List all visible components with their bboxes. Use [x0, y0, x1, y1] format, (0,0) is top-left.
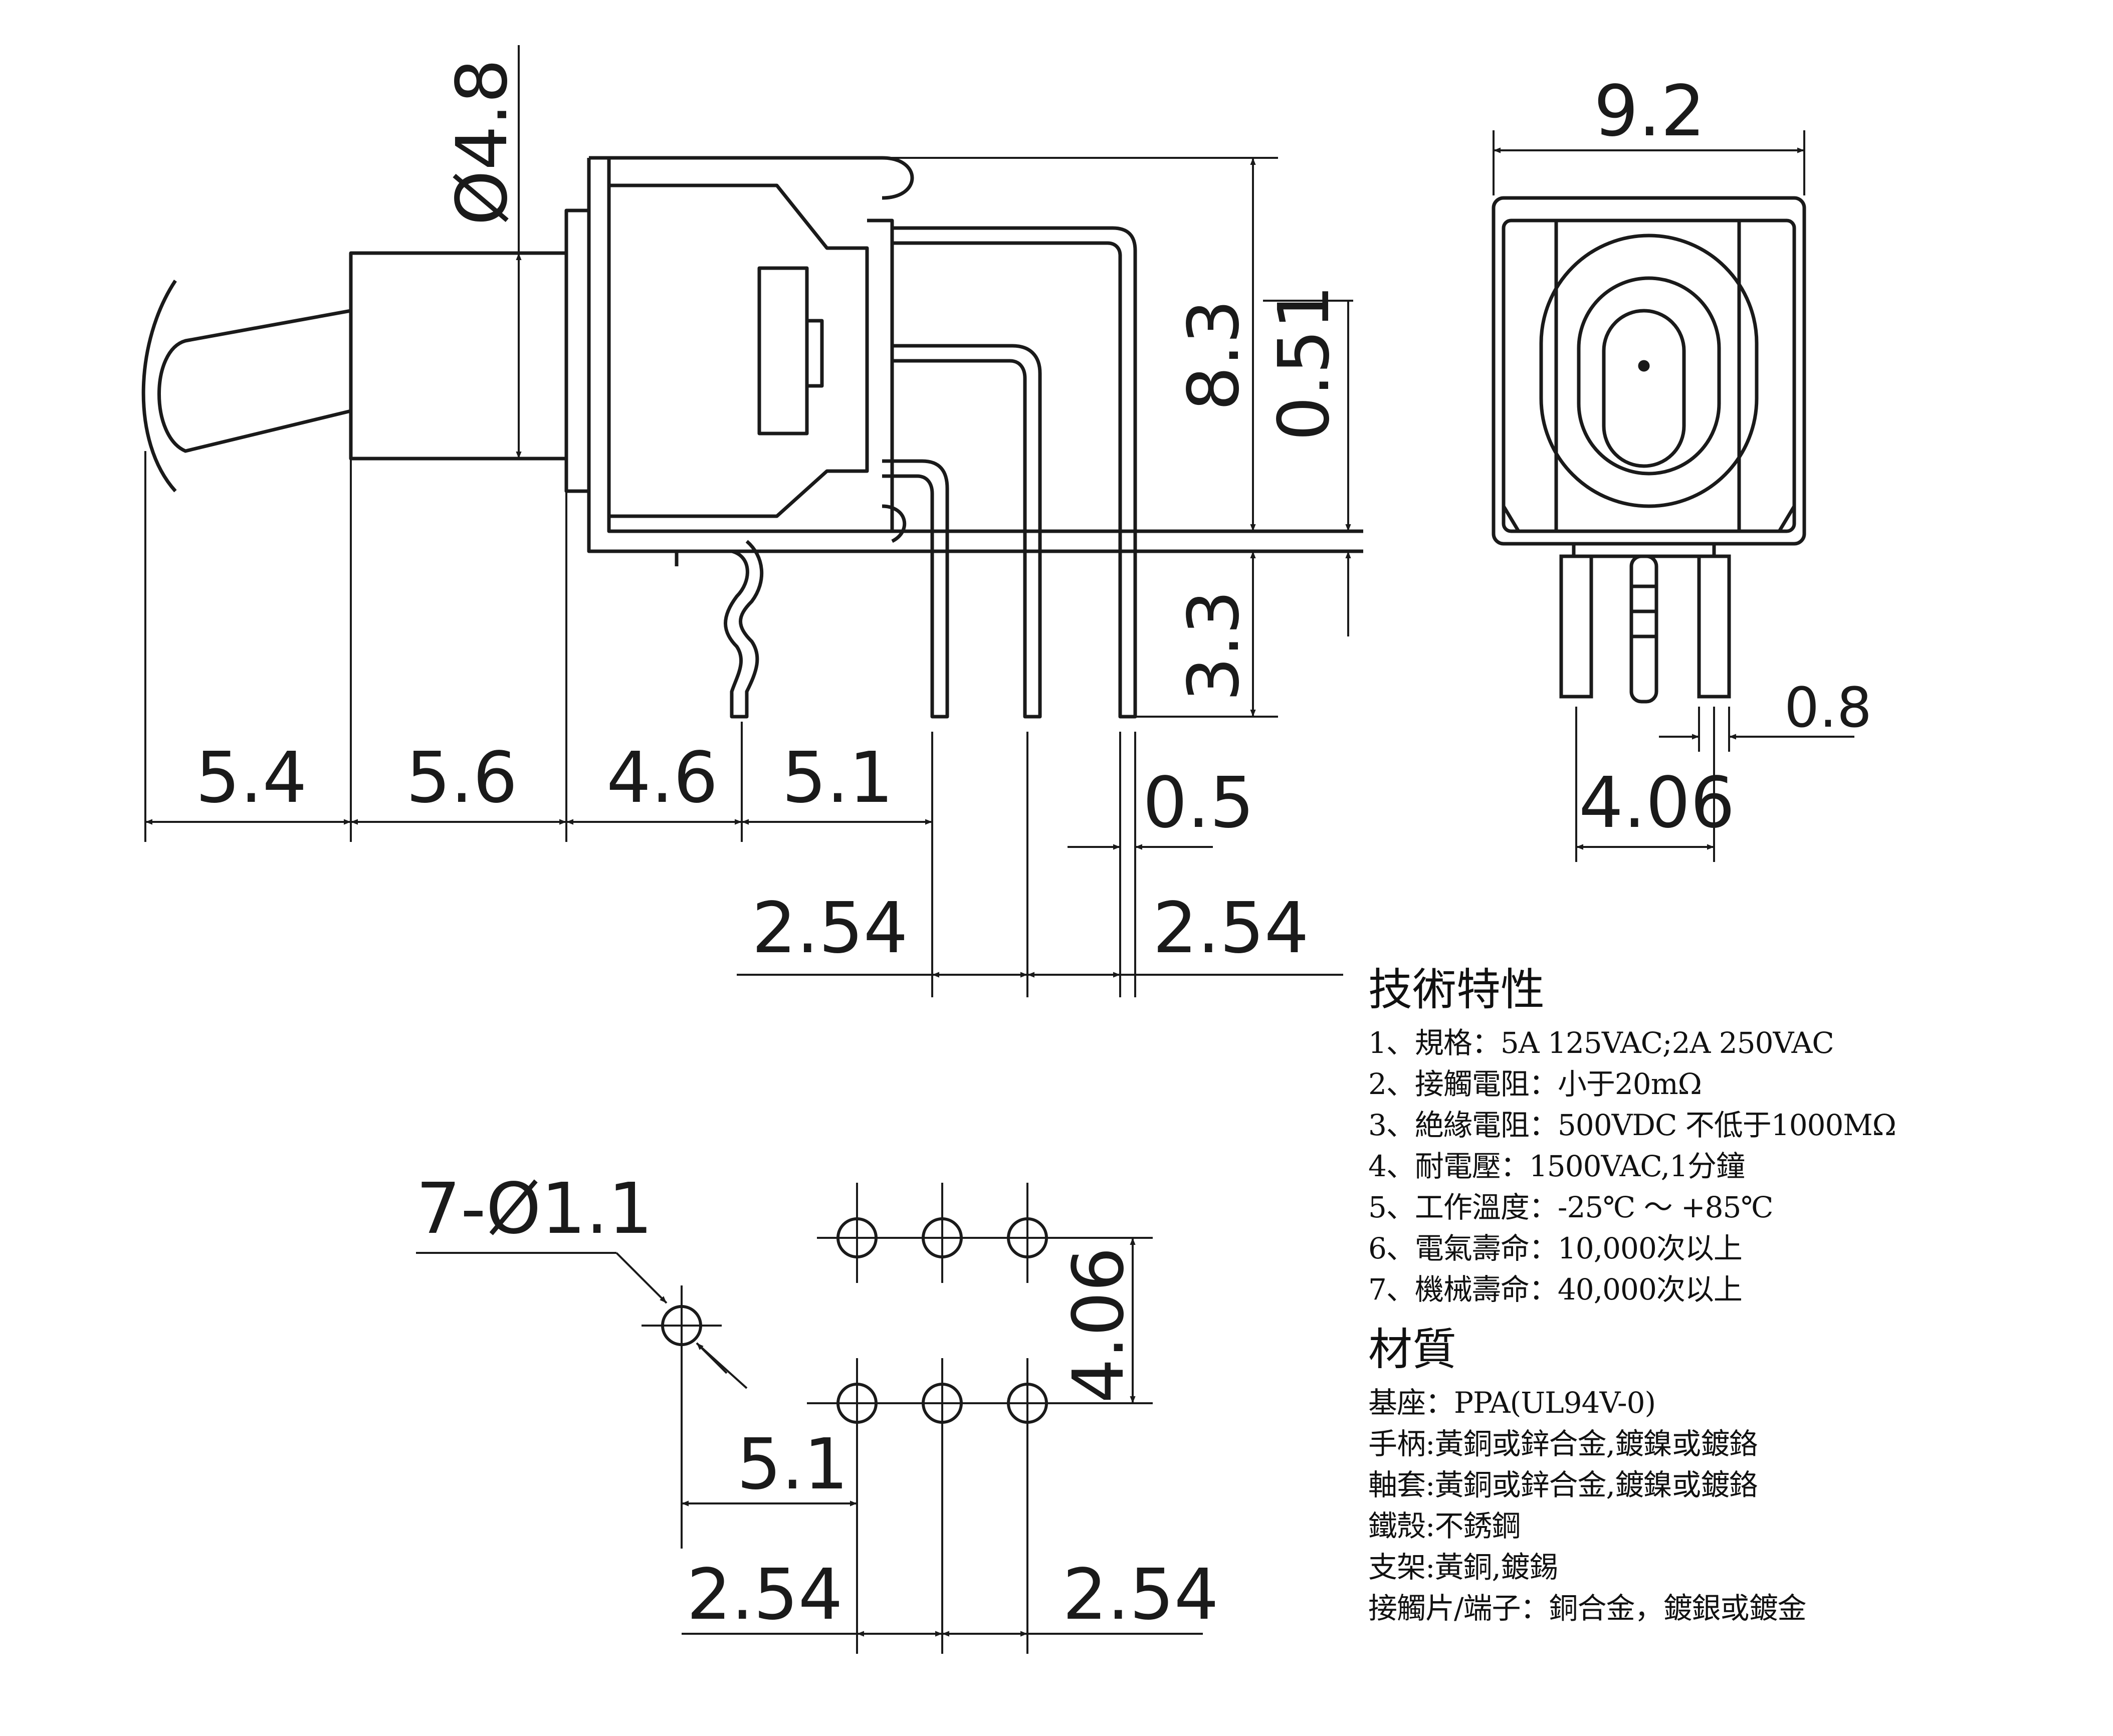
dim-bushing-length: 5.6	[406, 737, 518, 819]
tech-spec-item: 4、耐電壓：1500VAC,1分鐘	[1368, 1149, 1745, 1183]
dim-pcb-pitch-left: 2.54	[687, 1554, 843, 1636]
front-lever	[1602, 309, 1686, 468]
dim-pin-length: 3.3	[1173, 590, 1255, 702]
dim-body-to-bracket: 4.6	[606, 737, 718, 819]
pin-bent-2	[892, 344, 1042, 719]
material-item: 支架:黃銅,鍍錫	[1368, 1550, 1558, 1584]
bracket-leg	[677, 540, 764, 719]
dim-pin-pitch-left: 2.54	[752, 888, 908, 969]
tech-spec-list: 1、規格：5A 125VAC;2A 250VAC 2、接觸電阻：小于20mΩ 3…	[1368, 1022, 2070, 1310]
dim-bracket-offset: 0.51	[1263, 285, 1345, 441]
pcb-dimensions	[416, 1237, 1203, 1637]
material-item: 軸套:黃銅或鋅合金,鍍鎳或鍍鉻	[1368, 1468, 1758, 1502]
material-item: 接觸片/端子：銅合金，鍍銀或鍍金	[1368, 1591, 1807, 1625]
front-pin-left	[1559, 554, 1593, 699]
frame-bracket	[587, 158, 1363, 553]
dim-bracket-to-pin: 5.1	[782, 737, 894, 819]
dim-pcb-holes: 7-Ø1.1	[416, 1168, 653, 1250]
tech-spec-item: 1、規格：5A 125VAC;2A 250VAC	[1368, 1026, 1834, 1060]
dim-body-height: 8.3	[1173, 299, 1255, 411]
pin-bent-1	[882, 459, 949, 719]
actuator-block	[757, 266, 809, 436]
dimension-labels: Ø4.8 5.4 5.6 4.6 5.1 0.5 2.54 2.54 8.3 0…	[195, 59, 1872, 1636]
dim-front-pin-spacing: 4.06	[1579, 762, 1735, 844]
dim-pin-pitch-right: 2.54	[1153, 888, 1309, 969]
material-item: 手柄:黃銅或鋅合金,鍍鎳或鍍鉻	[1368, 1427, 1758, 1461]
tech-spec-item: 6、電氣壽命：10,000次以上	[1368, 1231, 1743, 1265]
tech-spec-item: 2、接觸電阻：小于20mΩ	[1368, 1067, 1702, 1101]
tech-spec-item: 3、絶緣電阻：500VDC 不低于1000MΩ	[1368, 1108, 1896, 1142]
dim-front-pin-width: 0.8	[1784, 676, 1872, 740]
dim-front-width: 9.2	[1594, 71, 1706, 152]
material-item: 基座：PPA(UL94V-0)	[1368, 1386, 1656, 1420]
bushing	[349, 251, 568, 461]
dim-pcb-offset: 5.1	[737, 1424, 849, 1505]
front-pin-right	[1697, 554, 1731, 699]
material-list: 基座：PPA(UL94V-0) 手柄:黃銅或鋅合金,鍍鎳或鍍鉻 軸套:黃銅或鋅合…	[1368, 1382, 2070, 1629]
housing	[609, 183, 869, 518]
toggle-lever	[141, 280, 351, 493]
front-view	[1492, 196, 1806, 704]
front-bushing	[1539, 234, 1759, 508]
side-view-dimensions	[144, 45, 1353, 997]
front-body	[1492, 196, 1806, 546]
body-flange	[564, 208, 591, 493]
dim-lever-to-bushing: 5.4	[195, 737, 307, 819]
front-view-dimensions	[1493, 130, 1854, 862]
tech-spec-item: 5、工作溫度：-25℃ ～ +85℃	[1368, 1190, 1773, 1224]
tech-spec-title: 技術特性	[1368, 964, 1545, 1015]
pin-bent-3	[892, 226, 1137, 719]
dim-pin-width: 0.5	[1143, 762, 1254, 844]
front-pin-center	[1629, 554, 1658, 704]
side-view	[141, 156, 1363, 719]
tech-spec-item: 7、機械壽命：40,000次以上	[1368, 1272, 1743, 1307]
dim-pcb-pitch-right: 2.54	[1063, 1554, 1219, 1636]
material-item: 鐵殼:不銹鋼	[1368, 1509, 1521, 1543]
dim-pcb-row-spacing: 4.06	[1058, 1247, 1140, 1403]
spec-panel: 技術特性 1、規格：5A 125VAC;2A 250VAC 2、接觸電阻：小于2…	[1368, 962, 2070, 1641]
material-title: 材質	[1368, 1324, 1457, 1375]
dim-shaft-diameter: Ø4.8	[442, 59, 523, 226]
pcb-layout	[642, 1183, 1153, 1654]
